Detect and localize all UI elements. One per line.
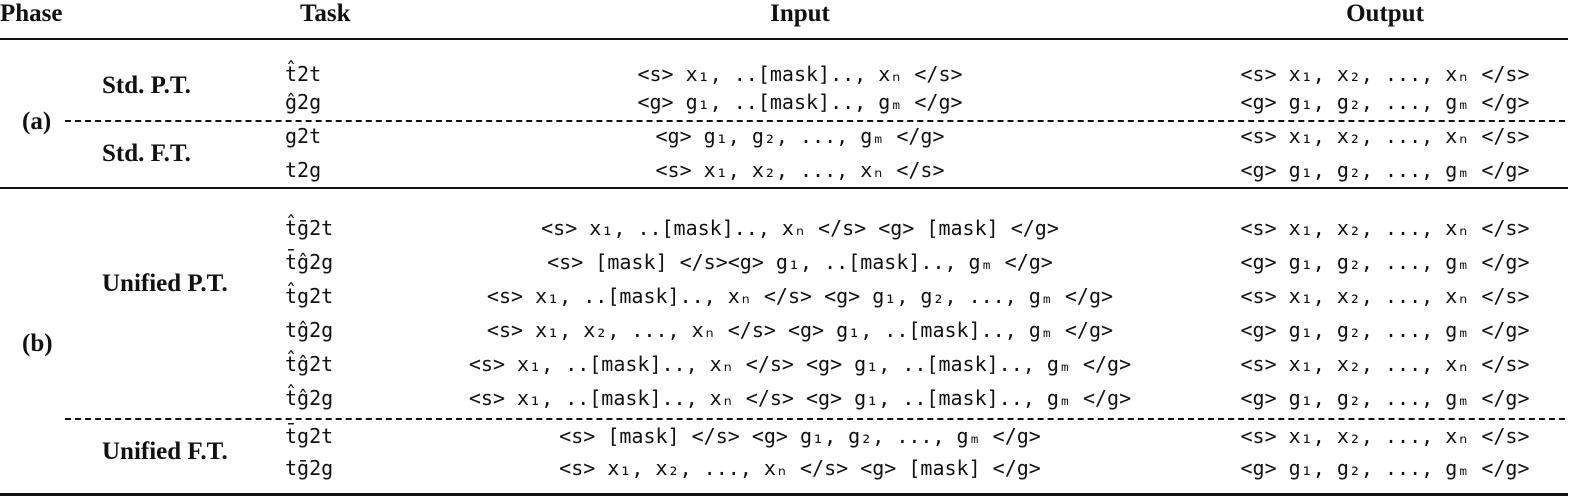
input-sequence: <g> g₁, ..[mask].., gₘ </g> xyxy=(637,90,963,114)
task-name: tḡ2g xyxy=(285,456,334,480)
output-sequence: <s> x₁, x₂, ..., xₙ </s> xyxy=(1240,284,1530,308)
subphase-label: Unified F.T. xyxy=(102,438,228,465)
bottom-rule xyxy=(0,493,1568,496)
input-sequence: <s> [mask] </s> <g> g₁, g₂, ..., gₘ </g> xyxy=(559,424,1041,448)
subphase-label: Unified P.T. xyxy=(102,270,228,297)
task-name: t̂ĝ2t xyxy=(285,352,334,376)
task-name: t̂ĝ2g xyxy=(285,386,334,410)
header-phase: Phase xyxy=(0,0,63,27)
task-name: g2t xyxy=(285,124,322,148)
task-name: ĝ2g xyxy=(285,90,322,114)
phase-label: (b) xyxy=(22,330,53,357)
output-sequence: <g> g₁, g₂, ..., gₘ </g> xyxy=(1240,456,1530,480)
output-sequence: <s> x₁, x₂, ..., xₙ </s> xyxy=(1240,62,1530,86)
task-name: t2g xyxy=(285,158,322,182)
dashed-divider-b xyxy=(65,418,1565,420)
output-sequence: <g> g₁, g₂, ..., gₘ </g> xyxy=(1240,90,1530,114)
input-sequence: <s> x₁, ..[mask].., xₙ </s> <g> [mask] <… xyxy=(541,216,1059,240)
input-sequence: <g> g₁, g₂, ..., gₘ </g> xyxy=(655,124,945,148)
output-sequence: <s> x₁, x₂, ..., xₙ </s> xyxy=(1240,424,1530,448)
task-name: t̄ĝ2g xyxy=(285,250,334,274)
output-sequence: <s> x₁, x₂, ..., xₙ </s> xyxy=(1240,124,1530,148)
output-sequence: <g> g₁, g₂, ..., gₘ </g> xyxy=(1240,250,1530,274)
task-name: t̂ḡ2t xyxy=(285,216,334,240)
mid-rule xyxy=(0,187,1568,189)
input-sequence: <s> x₁, ..[mask].., xₙ </s> <g> g₁, g₂, … xyxy=(486,284,1114,308)
task-name: tĝ2g xyxy=(285,318,334,342)
task-name: t̂g2t xyxy=(285,284,334,308)
header-task: Task xyxy=(300,0,351,27)
subphase-label: Std. P.T. xyxy=(102,72,191,99)
input-sequence: <s> x₁, ..[mask].., xₙ </s> xyxy=(637,62,963,86)
input-sequence: <s> [mask] </s><g> g₁, ..[mask].., gₘ </… xyxy=(547,250,1053,274)
output-sequence: <g> g₁, g₂, ..., gₘ </g> xyxy=(1240,158,1530,182)
header-output: Output xyxy=(1346,0,1424,27)
output-sequence: <s> x₁, x₂, ..., xₙ </s> xyxy=(1240,352,1530,376)
input-sequence: <s> x₁, x₂, ..., xₙ </s> <g> [mask] </g> xyxy=(559,456,1041,480)
input-sequence: <s> x₁, ..[mask].., xₙ </s> <g> g₁, ..[m… xyxy=(468,386,1132,410)
task-name: t̄g2t xyxy=(285,424,334,448)
header-input: Input xyxy=(770,0,830,27)
phase-label: (a) xyxy=(22,108,52,135)
output-sequence: <g> g₁, g₂, ..., gₘ </g> xyxy=(1240,386,1530,410)
input-sequence: <s> x₁, ..[mask].., xₙ </s> <g> g₁, ..[m… xyxy=(468,352,1132,376)
subphase-label: Std. F.T. xyxy=(102,140,191,167)
output-sequence: <s> x₁, x₂, ..., xₙ </s> xyxy=(1240,216,1530,240)
top-rule xyxy=(0,38,1568,40)
input-sequence: <s> x₁, x₂, ..., xₙ </s> <g> g₁, ..[mask… xyxy=(486,318,1114,342)
output-sequence: <g> g₁, g₂, ..., gₘ </g> xyxy=(1240,318,1530,342)
dashed-divider-a xyxy=(65,120,1565,122)
task-name: t̂2t xyxy=(285,62,322,86)
input-sequence: <s> x₁, x₂, ..., xₙ </s> xyxy=(655,158,945,182)
